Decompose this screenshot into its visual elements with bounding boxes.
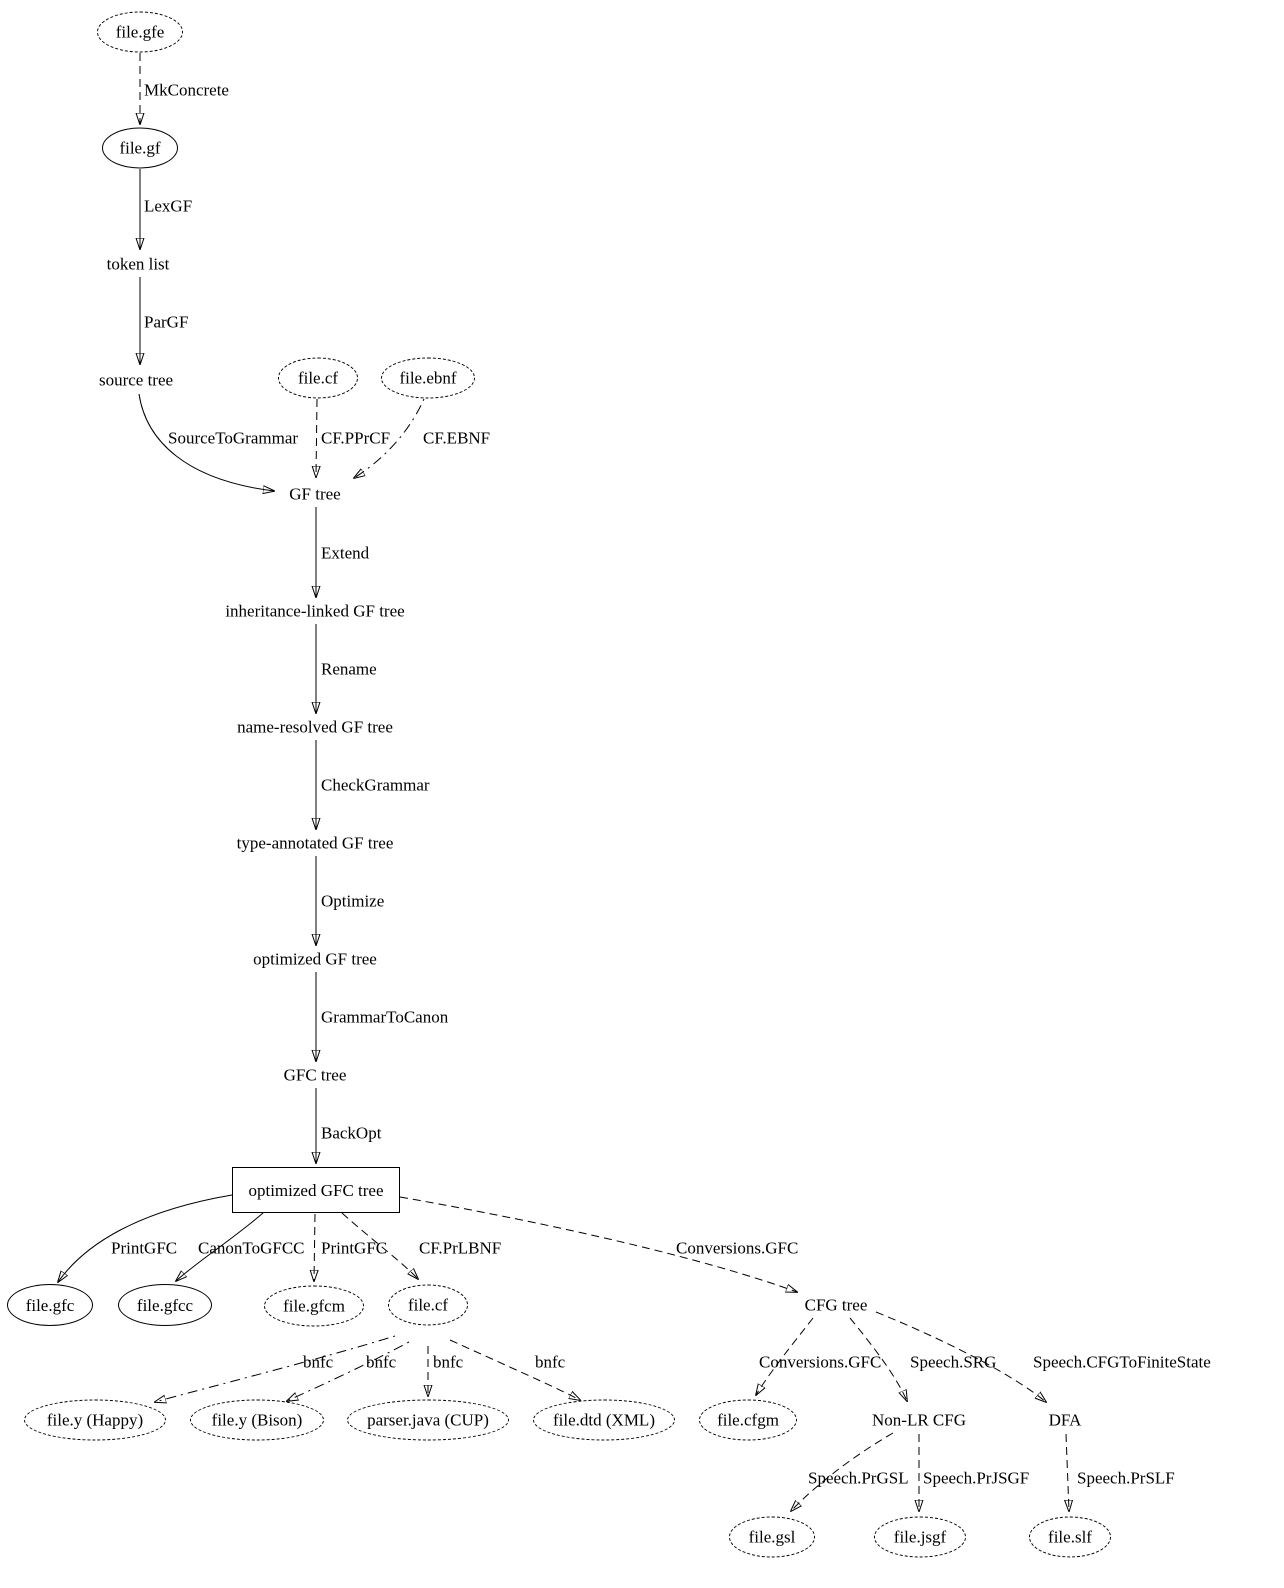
edge-label-cf-ebnf: CF.EBNF (423, 428, 491, 448)
node-inheritance-linked-gf-tree: inheritance-linked GF tree (225, 601, 405, 621)
edge-label-cf-prlbnf: CF.PrLBNF (419, 1238, 502, 1258)
edge-cf-pprcf (316, 398, 317, 477)
edge-label-bnfc-3: bnfc (433, 1352, 464, 1372)
node-dfa: DFA (1048, 1410, 1082, 1430)
edge-label-speech-prjsgf: Speech.PrJSGF (923, 1468, 1030, 1488)
edge-label-optimize: Optimize (321, 891, 385, 911)
node-file-gf: file.gf (102, 127, 178, 169)
edge-speech-prslf (1066, 1433, 1069, 1511)
edge-bnfc-dtd (449, 1339, 580, 1400)
edge-label-mkconcrete: MkConcrete (144, 80, 229, 100)
edge-cf-ebnf (354, 398, 425, 478)
edge-label-backopt: BackOpt (321, 1123, 382, 1143)
edge-speech-cfgtofinitestate (875, 1311, 1046, 1402)
edge-label-checkgrammar: CheckGrammar (321, 775, 430, 795)
edge-label-cf-pprcf: CF.PPrCF (321, 428, 391, 448)
node-file-slf: file.slf (1029, 1516, 1111, 1558)
node-file-gfcc: file.gfcc (118, 1284, 212, 1326)
node-file-ebnf: file.ebnf (381, 357, 475, 399)
edge-label-printgfc-1: PrintGFC (111, 1238, 178, 1258)
edge-bnfc-happy (155, 1335, 396, 1402)
node-gfc-tree: GFC tree (283, 1065, 347, 1085)
node-gf-tree: GF tree (289, 484, 341, 504)
node-file-cfgm: file.cfgm (699, 1399, 797, 1441)
edge-label-printgfc-2: PrintGFC (321, 1238, 388, 1258)
edge-label-conversions-gfc-2: Conversions.GFC (759, 1352, 882, 1372)
edge-speech-srg (849, 1317, 907, 1401)
node-file-gfc: file.gfc (7, 1284, 93, 1326)
node-file-gfcm: file.gfcm (264, 1285, 364, 1327)
node-optimized-gfc-tree: optimized GFC tree (232, 1167, 400, 1213)
edge-bnfc-bison (287, 1341, 410, 1401)
node-file-jsgf: file.jsgf (874, 1516, 966, 1558)
node-type-annotated-gf-tree: type-annotated GF tree (236, 833, 394, 853)
node-file-gsl: file.gsl (729, 1516, 815, 1558)
edge-printgfc-1 (58, 1194, 233, 1282)
edge-label-speech-cfgtofinitestate: Speech.CFGToFiniteState (1033, 1352, 1211, 1372)
node-file-cf-bottom: file.cf (388, 1284, 468, 1326)
edge-label-grammartocanon: GrammarToCanon (321, 1007, 449, 1027)
edge-label-pargf: ParGF (144, 312, 189, 332)
edge-label-canontogfcc: CanonToGFCC (198, 1238, 305, 1258)
edge-label-lexgf: LexGF (144, 196, 193, 216)
edge-conversions-gfc-1 (399, 1196, 797, 1292)
node-optimized-gf-tree: optimized GF tree (253, 949, 377, 969)
node-source-tree: source tree (98, 370, 174, 390)
node-parser-java-cup: parser.java (CUP) (347, 1399, 509, 1441)
edge-label-sourcetogrammar: SourceToGrammar (168, 428, 299, 448)
edge-label-bnfc-2: bnfc (366, 1352, 397, 1372)
node-file-dtd-xml: file.dtd (XML) (533, 1399, 675, 1441)
edge-label-rename: Rename (321, 659, 377, 679)
edge-label-bnfc-4: bnfc (535, 1352, 566, 1372)
node-cfg-tree: CFG tree (804, 1295, 868, 1315)
node-non-lr-cfg: Non-LR CFG (872, 1410, 966, 1430)
edge-canontogfcc (176, 1212, 264, 1281)
node-token-list: token list (106, 254, 170, 274)
edge-speech-prgsl (791, 1432, 894, 1511)
edge-label-conversions-gfc-1: Conversions.GFC (676, 1238, 799, 1258)
edge-label-speech-prslf: Speech.PrSLF (1077, 1468, 1175, 1488)
node-file-gfe: file.gfe (97, 11, 183, 53)
edge-cf-prlbnf (341, 1212, 418, 1279)
edge-sourcetogrammar (138, 393, 274, 491)
edge-label-speech-srg: Speech.SRG (910, 1352, 997, 1372)
node-file-y-bison: file.y (Bison) (190, 1399, 324, 1441)
edge-label-speech-prgsl: Speech.PrGSL (808, 1468, 909, 1488)
edge-printgfc-2 (314, 1213, 315, 1281)
edge-label-bnfc-1: bnfc (303, 1352, 334, 1372)
node-file-cf-top: file.cf (278, 357, 358, 399)
edge-label-extend: Extend (321, 543, 370, 563)
node-file-y-happy: file.y (Happy) (24, 1399, 166, 1441)
node-name-resolved-gf-tree: name-resolved GF tree (237, 717, 393, 737)
